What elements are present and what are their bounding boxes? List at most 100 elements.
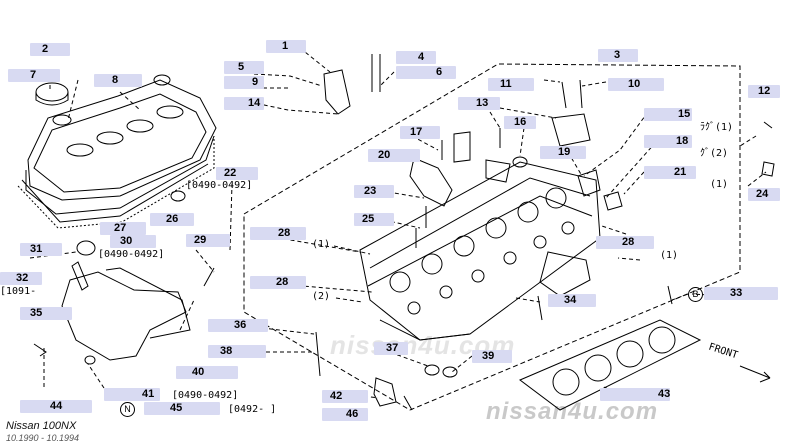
callout-number: 46: [346, 408, 359, 420]
callout-number: 1: [282, 40, 289, 52]
callout-18[interactable]: 18: [644, 135, 692, 148]
callout-12[interactable]: 12: [748, 85, 780, 98]
callout-20[interactable]: 20: [368, 149, 420, 162]
callout-number: 33: [730, 287, 743, 299]
callout-number: 16: [514, 116, 527, 128]
callout-9[interactable]: 9: [224, 76, 264, 89]
callout-30[interactable]: 30: [110, 235, 156, 248]
washer: [84, 355, 96, 365]
callout-31[interactable]: 31: [20, 243, 62, 256]
callout-number: 13: [476, 97, 489, 109]
callout-42[interactable]: 43: [600, 388, 670, 401]
callout-number: 27: [114, 222, 127, 234]
callout-number: 43: [658, 388, 671, 400]
callout-24[interactable]: 24: [748, 188, 780, 201]
callout-15[interactable]: 15: [644, 108, 692, 121]
callout-43[interactable]: 42: [322, 390, 368, 403]
callout-number: 37: [386, 342, 399, 354]
callout-number: 31: [30, 243, 43, 255]
callout-number: 38: [220, 345, 233, 357]
callout-46[interactable]: 46: [322, 408, 368, 421]
qty-note-1b: (1): [660, 250, 679, 261]
callout-13[interactable]: 13: [458, 97, 500, 110]
callout-10[interactable]: 10: [608, 78, 664, 91]
callout-36[interactable]: 36: [208, 319, 268, 332]
model-name: Nissan 100NX: [6, 420, 77, 432]
bolts-10-11: [561, 79, 583, 109]
callout-number: 2: [42, 43, 49, 55]
callout-number: 7: [30, 69, 37, 81]
callout-6[interactable]: 6: [396, 66, 456, 79]
qty-note-1: (1): [312, 239, 331, 250]
callout-number: 8: [112, 74, 119, 86]
callout-number: 11: [500, 78, 512, 90]
date-note-41: [0490-0492]: [172, 390, 239, 401]
bolt-38: [315, 331, 321, 377]
callout-number: 41: [142, 388, 155, 400]
callout-34[interactable]: 34: [548, 294, 596, 307]
callout-37[interactable]: 37: [374, 342, 408, 355]
callout-21[interactable]: 21: [644, 166, 696, 179]
callout-44[interactable]: 44: [20, 400, 92, 413]
cam-cap: [485, 159, 511, 183]
callout-28-upper[interactable]: 28: [250, 227, 306, 240]
callout-17[interactable]: 17: [400, 126, 440, 139]
callout-11[interactable]: 11: [488, 78, 534, 91]
callout-23[interactable]: 23: [354, 185, 394, 198]
callout-28-lower[interactable]: 28: [250, 276, 306, 289]
callout-26[interactable]: 26: [150, 213, 194, 226]
callout-25[interactable]: 25: [354, 213, 394, 226]
callout-number: 18: [676, 135, 689, 147]
callout-41[interactable]: 41: [104, 388, 160, 401]
callout-5[interactable]: 5: [224, 61, 264, 74]
callout-7[interactable]: 7: [8, 69, 60, 82]
callout-14[interactable]: 14: [224, 97, 264, 110]
studs: [441, 128, 501, 160]
callout-number: 42: [330, 390, 343, 402]
callout-number: 35: [30, 307, 43, 319]
callout-1[interactable]: 1: [266, 40, 306, 53]
callout-4[interactable]: 4: [396, 51, 436, 64]
dowels: [415, 206, 427, 248]
cylinder-head: [359, 161, 601, 341]
callout-32[interactable]: 32: [0, 272, 42, 285]
bolt-44: [33, 343, 47, 357]
date-note-45: [0492- ]: [228, 404, 277, 415]
callout-38[interactable]: 38: [208, 345, 266, 358]
callout-number: 26: [166, 213, 179, 225]
plug: [71, 261, 89, 291]
callout-number: 28: [276, 276, 289, 288]
head-gasket: [519, 319, 702, 411]
callout-33[interactable]: 33: [704, 287, 778, 300]
callout-39[interactable]: 39: [472, 350, 512, 363]
callout-16[interactable]: 16: [504, 116, 536, 129]
callout-3[interactable]: 3: [598, 49, 638, 62]
oil-filler-cap: [35, 82, 72, 126]
callout-number: 12: [758, 85, 771, 97]
callout-number: 17: [410, 126, 423, 138]
front-arrow-shape: [739, 365, 771, 383]
callout-number: 29: [194, 234, 207, 246]
callout-number: 32: [16, 272, 29, 284]
watermark: nissan4u.com: [486, 398, 659, 425]
rocker-cover: [25, 74, 217, 215]
callout-number: 3: [614, 49, 621, 61]
callout-29[interactable]: 29: [186, 234, 230, 247]
callout-40[interactable]: 40: [176, 366, 238, 379]
bolt-4: [371, 54, 381, 92]
callout-45[interactable]: 45: [144, 402, 220, 415]
callout-8[interactable]: 8: [94, 74, 142, 87]
callout-35[interactable]: 35: [20, 307, 72, 320]
callout-28-right[interactable]: 28: [596, 236, 654, 249]
callout-number: 30: [120, 235, 133, 247]
qty-note-24: (1): [710, 179, 729, 190]
plug-24: [761, 161, 775, 177]
callout-2[interactable]: 2: [30, 43, 70, 56]
callout-27[interactable]: 27: [100, 222, 146, 235]
callout-19[interactable]: 19: [540, 146, 586, 159]
sensor: [203, 267, 215, 287]
date-note-30: [0490-0492]: [98, 249, 165, 260]
callout-22[interactable]: 22: [216, 167, 258, 180]
